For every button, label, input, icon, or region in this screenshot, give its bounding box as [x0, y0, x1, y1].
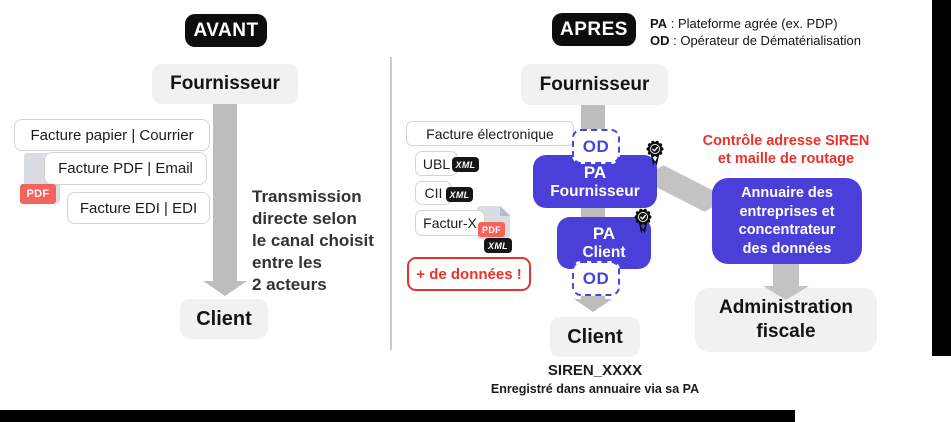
bottom-edge-black-bar [0, 410, 795, 422]
facturx-file-fold-icon [500, 206, 510, 216]
legend-od-desc: : Opérateur de Dématérialisation [669, 33, 861, 48]
section-divider [390, 57, 392, 350]
before-supplier-box: Fournisseur [152, 64, 298, 104]
channel-pdf-email: Facture PDF | Email [44, 152, 207, 185]
legend-pa-desc: : Plateforme agrée (ex. PDP) [667, 16, 838, 31]
pa-client-line1: PA [592, 224, 616, 243]
legend-od-term: OD [650, 33, 670, 48]
siren-caption: SIREN_XXXX [547, 362, 643, 379]
siren-subcaption: Enregistré dans annuaire via sa PA [490, 382, 700, 396]
legend-pa: PA : Plateforme agrée (ex. PDP) [650, 15, 920, 32]
transmission-note-line: entre les [252, 253, 322, 272]
after-supplier-box: Fournisseur [521, 64, 668, 105]
transmission-note-line: 2 acteurs [252, 275, 327, 294]
before-flow-arrow-head [203, 281, 247, 296]
certified-rosette-icon [646, 140, 664, 166]
format-cii-box: CII [415, 181, 452, 205]
legend-od: OD : Opérateur de Dématérialisation [650, 32, 920, 49]
certified-rosette-icon [634, 208, 652, 234]
tax-administration-line: fiscale [756, 321, 816, 342]
directory-box: Annuaire des entreprises et concentrateu… [712, 178, 862, 264]
channel-paper: Facture papier | Courrier [14, 119, 210, 151]
pa-client-box: PA Client [557, 217, 651, 269]
format-ubl-box: UBL [415, 151, 458, 176]
format-facturx-xml-badge: XML [484, 238, 512, 253]
legend: PA : Plateforme agrée (ex. PDP) OD : Opé… [650, 15, 920, 49]
format-facturx-box: Factur-X [415, 210, 485, 236]
transmission-note-line: Transmission [252, 187, 362, 206]
channel-edi: Facture EDI | EDI [67, 192, 210, 224]
transmission-note-line: directe selon [252, 209, 357, 228]
format-facturx-pdf-badge: PDF [478, 222, 505, 237]
e-invoice-box: Facture électronique [406, 121, 574, 146]
after-client-box: Client [550, 317, 640, 357]
od-client-badge: OD [572, 261, 620, 296]
siren-control-note-line: Contrôle adresse SIREN [702, 133, 870, 149]
format-ubl-xml-badge: XML [452, 157, 479, 172]
before-client-box: Client [180, 299, 268, 339]
directory-line: Annuaire des [741, 185, 833, 201]
pa-supplier-line1: PA [583, 162, 607, 182]
siren-control-note-line: et maille de routage [717, 151, 855, 167]
after-flow-arrow-head [574, 299, 612, 312]
pa-client-line2: Client [582, 244, 626, 261]
transmission-note-line: le canal choisit [252, 231, 374, 250]
tax-administration-line: Administration [718, 297, 854, 318]
directory-line: concentrateur [738, 222, 836, 238]
before-flow-arrow-shaft [213, 104, 237, 281]
pdf-file-label: PDF [20, 184, 56, 204]
siren-control-note: Contrôle adresse SIREN et maille de rout… [696, 132, 876, 168]
directory-line: entreprises et [739, 203, 835, 220]
od-supplier-badge: OD [572, 129, 620, 164]
format-cii-xml-badge: XML [446, 187, 473, 202]
pa-to-directory-arrow [647, 162, 722, 215]
more-data-callout: + de données ! [407, 257, 531, 291]
legend-pa-term: PA [650, 16, 668, 31]
pa-supplier-line2: Fournisseur [550, 182, 640, 200]
avant-badge: AVANT [185, 14, 267, 47]
pa-supplier-box: PA Fournisseur [533, 155, 657, 208]
directory-to-tax-arrow-shaft [773, 262, 799, 288]
transmission-note: Transmission directe selon le canal choi… [252, 186, 392, 296]
right-edge-black-bar [932, 0, 951, 356]
apres-badge: APRES [552, 13, 636, 46]
directory-to-tax-arrow-head [763, 286, 809, 300]
directory-line: des données [742, 240, 832, 257]
